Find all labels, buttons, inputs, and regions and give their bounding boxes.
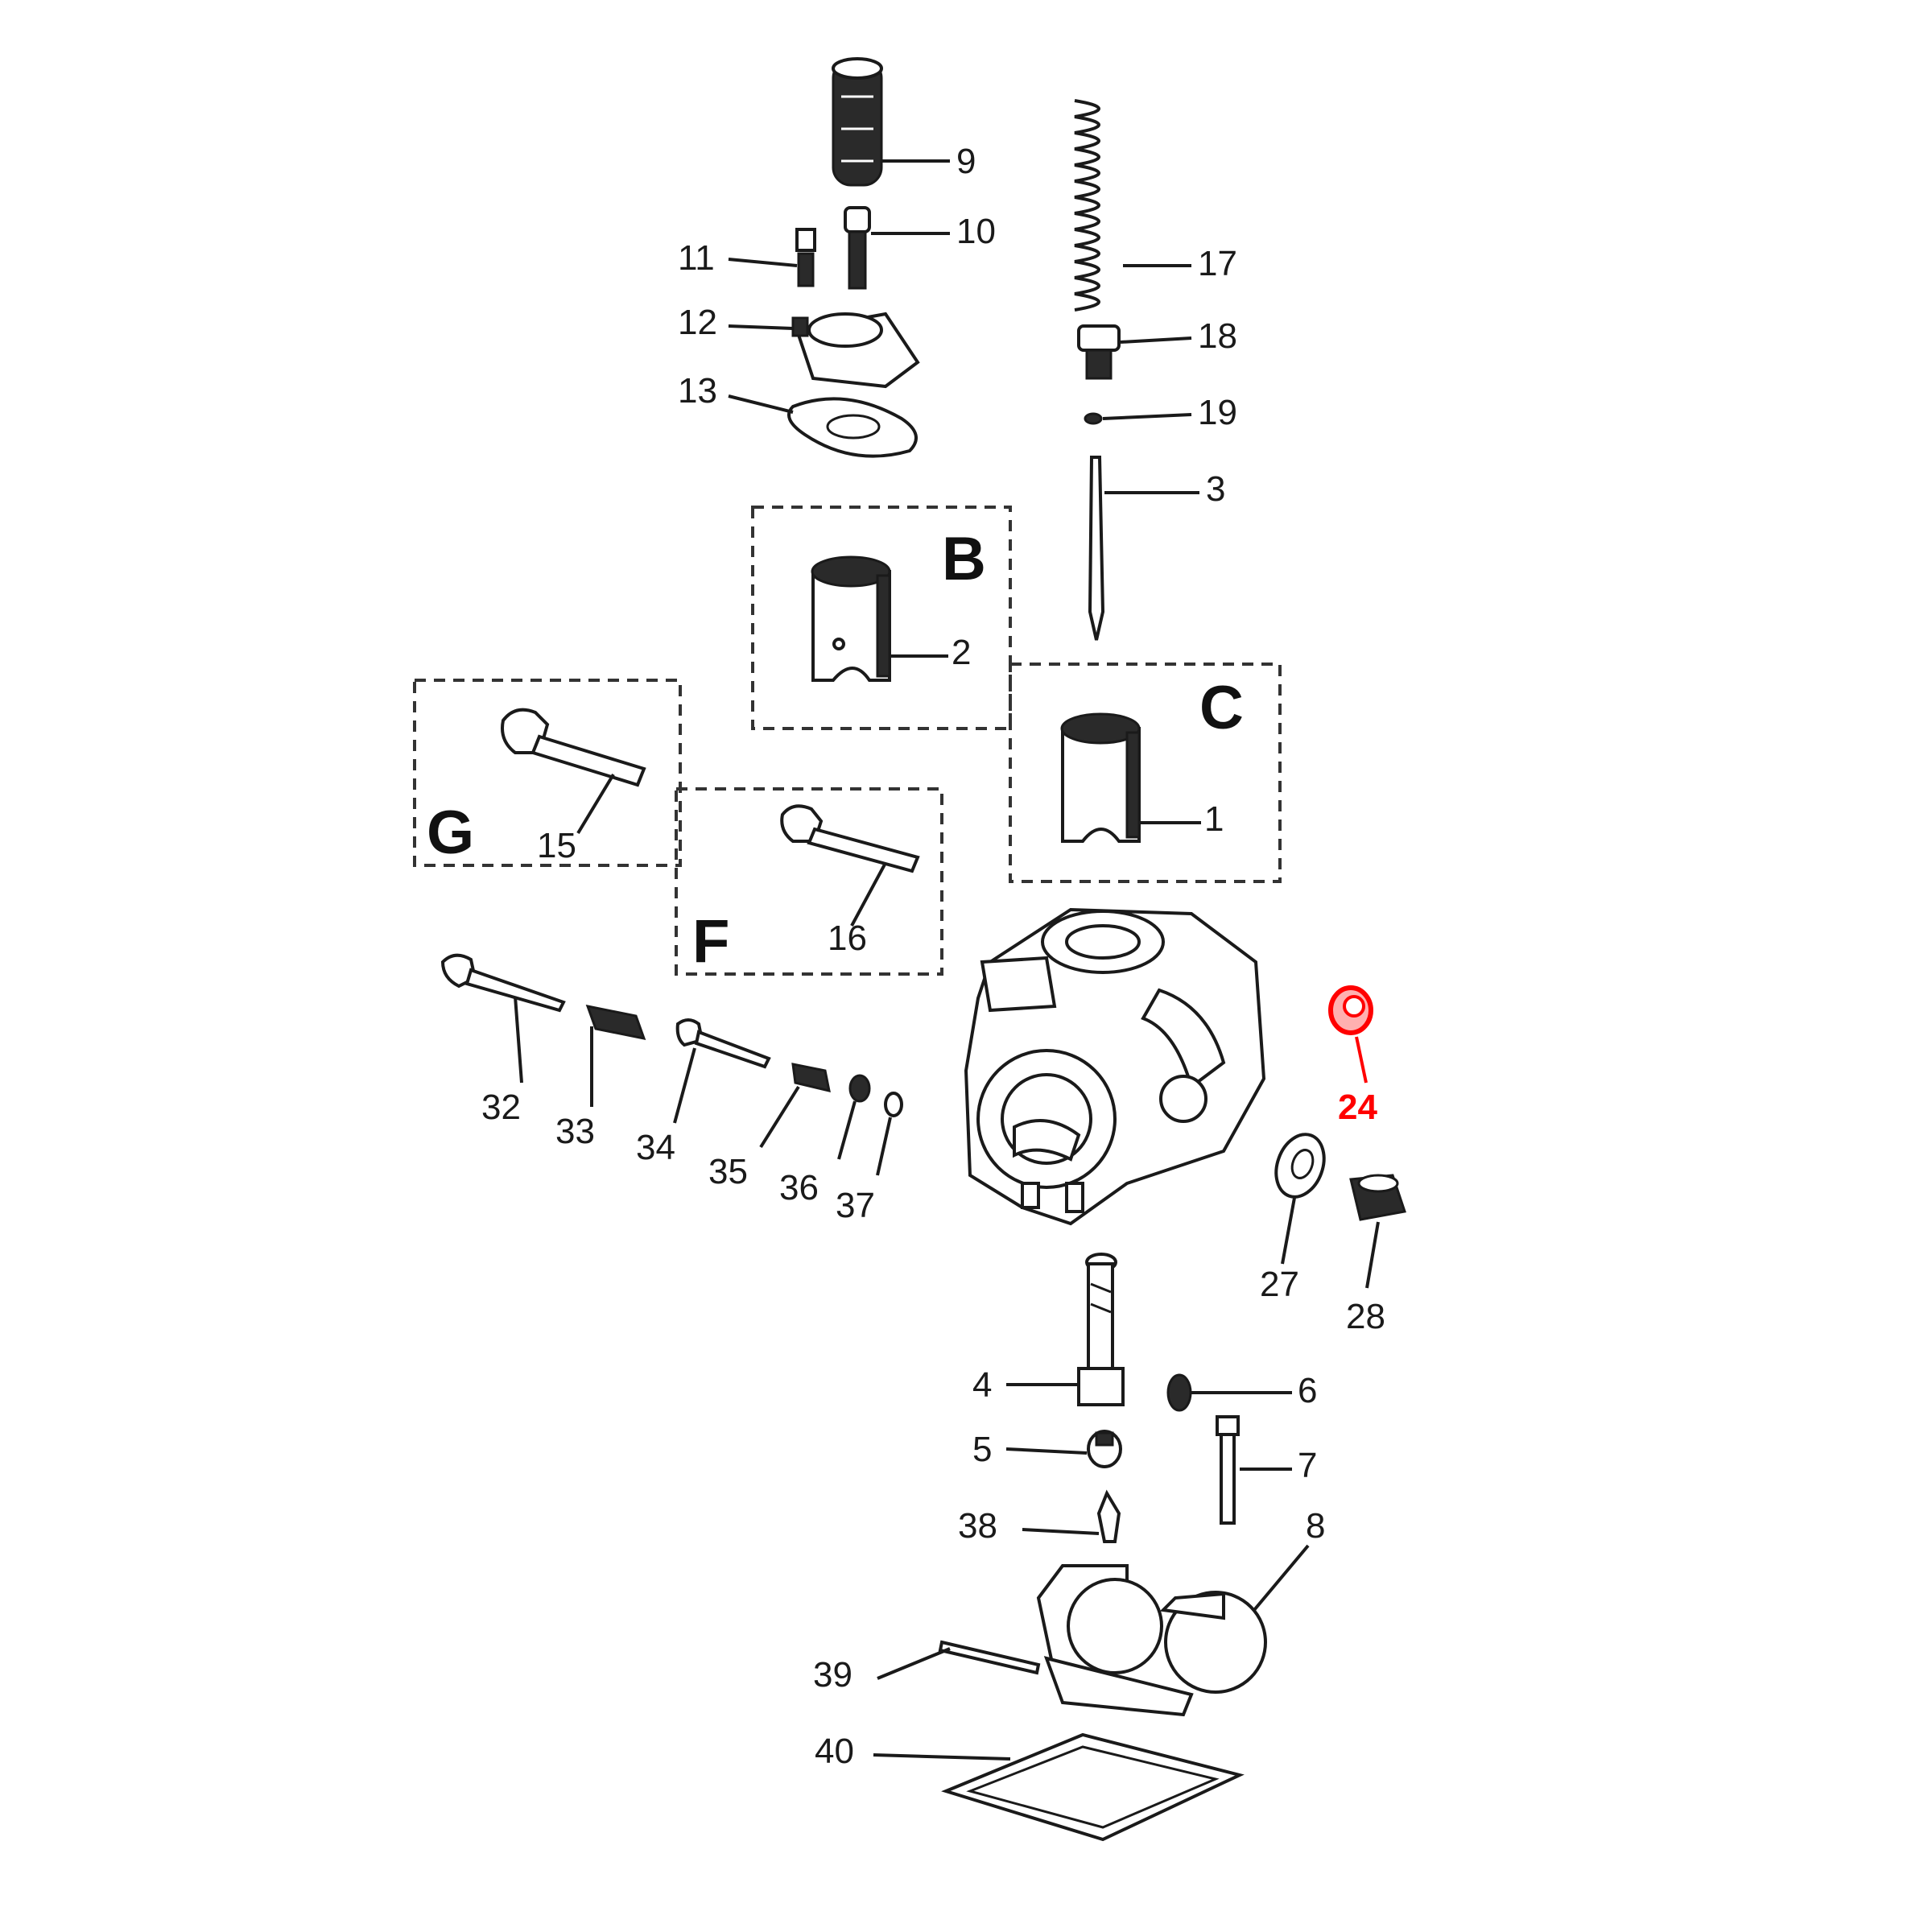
part-3-needle: [1088, 456, 1105, 641]
part-15-screw: [501, 708, 646, 787]
part-11-nut: [795, 228, 816, 287]
part-6-jet: [1166, 1373, 1192, 1412]
part-33-spring: [585, 1005, 646, 1040]
callout-9: 9: [956, 142, 976, 181]
kit-label-f: F: [692, 907, 729, 976]
part-13-gasket: [787, 397, 918, 458]
kit-box-b: [751, 506, 1012, 730]
callout-8: 8: [1306, 1506, 1325, 1546]
callout-36: 36: [779, 1168, 819, 1208]
part-10-adjuster: [844, 206, 871, 290]
part-19-clip: [1084, 412, 1103, 425]
callout-34: 34: [636, 1128, 675, 1167]
part-4-jet-holder: [1077, 1253, 1125, 1406]
part-9-grommet: [832, 57, 883, 187]
callout-13: 13: [678, 371, 717, 411]
part-1-slide: [1060, 712, 1141, 843]
part-12-cap: [791, 312, 920, 389]
callout-1: 1: [1204, 799, 1224, 839]
part-28-nut: [1349, 1174, 1406, 1221]
callout-27: 27: [1260, 1265, 1299, 1304]
callout-35: 35: [708, 1152, 748, 1191]
callout-32: 32: [481, 1088, 521, 1127]
callout-40: 40: [815, 1732, 854, 1771]
part-40-gasket: [941, 1732, 1245, 1842]
part-17-spring: [1074, 99, 1100, 312]
kit-label-b: B: [942, 525, 986, 593]
callout-39: 39: [813, 1655, 852, 1695]
callout-15: 15: [537, 826, 576, 865]
part-35-spring: [791, 1063, 831, 1093]
part-7-screw: [1216, 1415, 1240, 1525]
kit-box-g: [413, 679, 682, 867]
part-2-slide: [811, 555, 891, 682]
callout-3: 3: [1206, 469, 1225, 509]
callout-24: 24: [1338, 1088, 1377, 1127]
part-32-screw: [440, 953, 566, 1013]
callout-10: 10: [956, 212, 996, 251]
part-36-washer: [848, 1074, 871, 1103]
kit-label-g: G: [427, 799, 474, 867]
callout-4: 4: [972, 1365, 992, 1405]
part-34-screw: [675, 1018, 771, 1069]
part-24-highlighted: [1328, 985, 1373, 1035]
part-27-washer: [1274, 1133, 1326, 1199]
part-5-jet: [1087, 1430, 1122, 1468]
kit-box-c: [1009, 663, 1282, 883]
callout-18: 18: [1198, 316, 1237, 356]
callout-19: 19: [1198, 393, 1237, 432]
callout-17: 17: [1198, 244, 1237, 283]
part-16-screw: [780, 804, 920, 873]
part-39-pin: [938, 1640, 1041, 1675]
callout-2: 2: [952, 633, 971, 672]
part-8-float: [1036, 1564, 1267, 1717]
part-37-oring: [884, 1092, 903, 1117]
callout-12: 12: [678, 303, 717, 342]
callout-5: 5: [972, 1430, 992, 1469]
callout-6: 6: [1298, 1371, 1317, 1410]
part-18-retainer: [1077, 324, 1121, 380]
callout-16: 16: [828, 919, 867, 958]
callout-11: 11: [678, 238, 715, 278]
callout-37: 37: [836, 1186, 875, 1225]
callout-7: 7: [1298, 1446, 1317, 1485]
kit-label-c: C: [1199, 674, 1244, 742]
carburetor-body: [964, 907, 1266, 1226]
callout-38: 38: [958, 1506, 997, 1546]
kit-box-f: [675, 787, 943, 976]
callout-28: 28: [1346, 1297, 1385, 1336]
callout-33: 33: [555, 1112, 595, 1151]
part-38-needle: [1096, 1489, 1121, 1543]
